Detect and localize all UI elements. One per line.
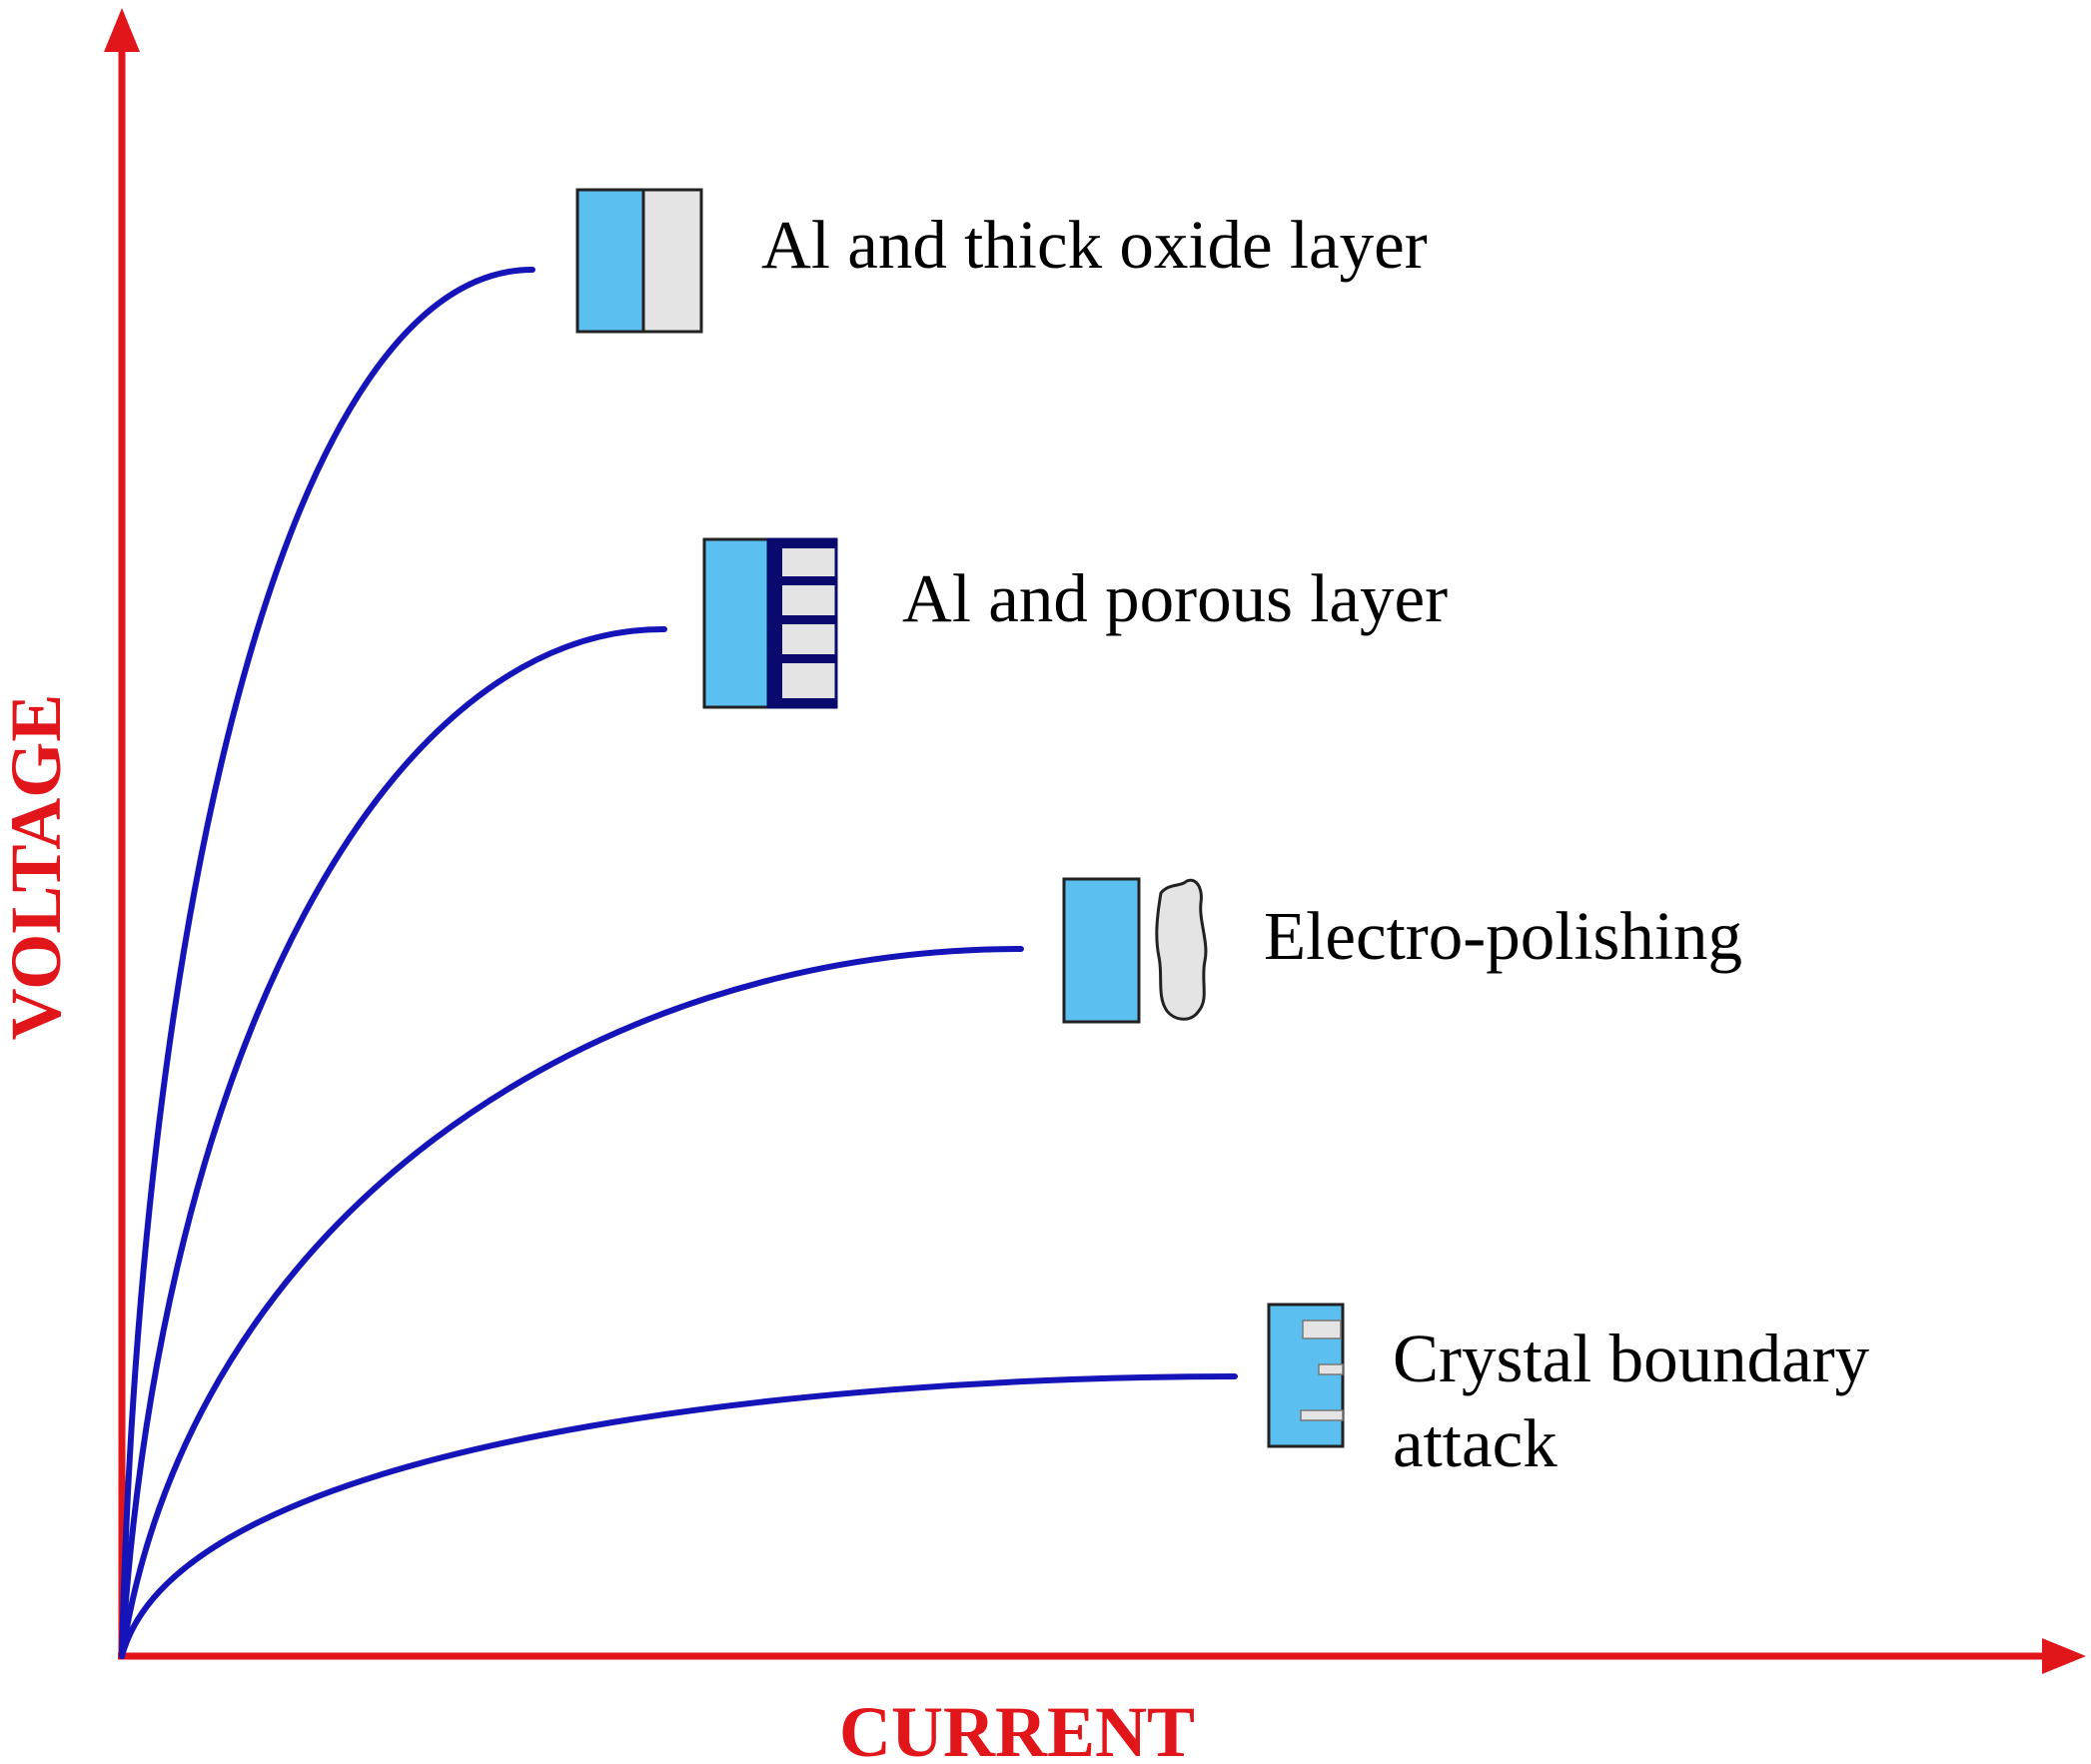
x-axis-label: CURRENT [839, 1692, 1195, 1764]
curve-porous-layer [119, 625, 667, 1659]
axes: CURRENT VOLTAGE [0, 8, 2086, 1764]
y-axis-arrowhead [104, 8, 140, 52]
curve-labels: Al and thick oxide layer Al and porous l… [761, 207, 1870, 1481]
porous-layer-icon [702, 537, 838, 709]
label-electro-polishing: Electro-polishing [1264, 898, 1742, 974]
curves [119, 267, 1238, 1659]
label-thick-oxide: Al and thick oxide layer [761, 207, 1428, 283]
label-crystal-boundary-line1: Crystal boundary [1393, 1321, 1870, 1396]
electro-polishing-icon [1062, 877, 1208, 1024]
crystal-boundary-attack-icon [1267, 1303, 1345, 1448]
curve-electro-polishing [119, 946, 1024, 1659]
x-axis-arrowhead [2042, 1638, 2086, 1674]
label-porous-layer: Al and porous layer [902, 560, 1448, 636]
curve-thick-oxide [119, 267, 535, 1659]
thick-oxide-layer-icon [575, 188, 703, 334]
label-crystal-boundary-line2: attack [1393, 1405, 1558, 1481]
y-axis-label: VOLTAGE [0, 694, 76, 1041]
curve-crystal-boundary [119, 1373, 1238, 1659]
